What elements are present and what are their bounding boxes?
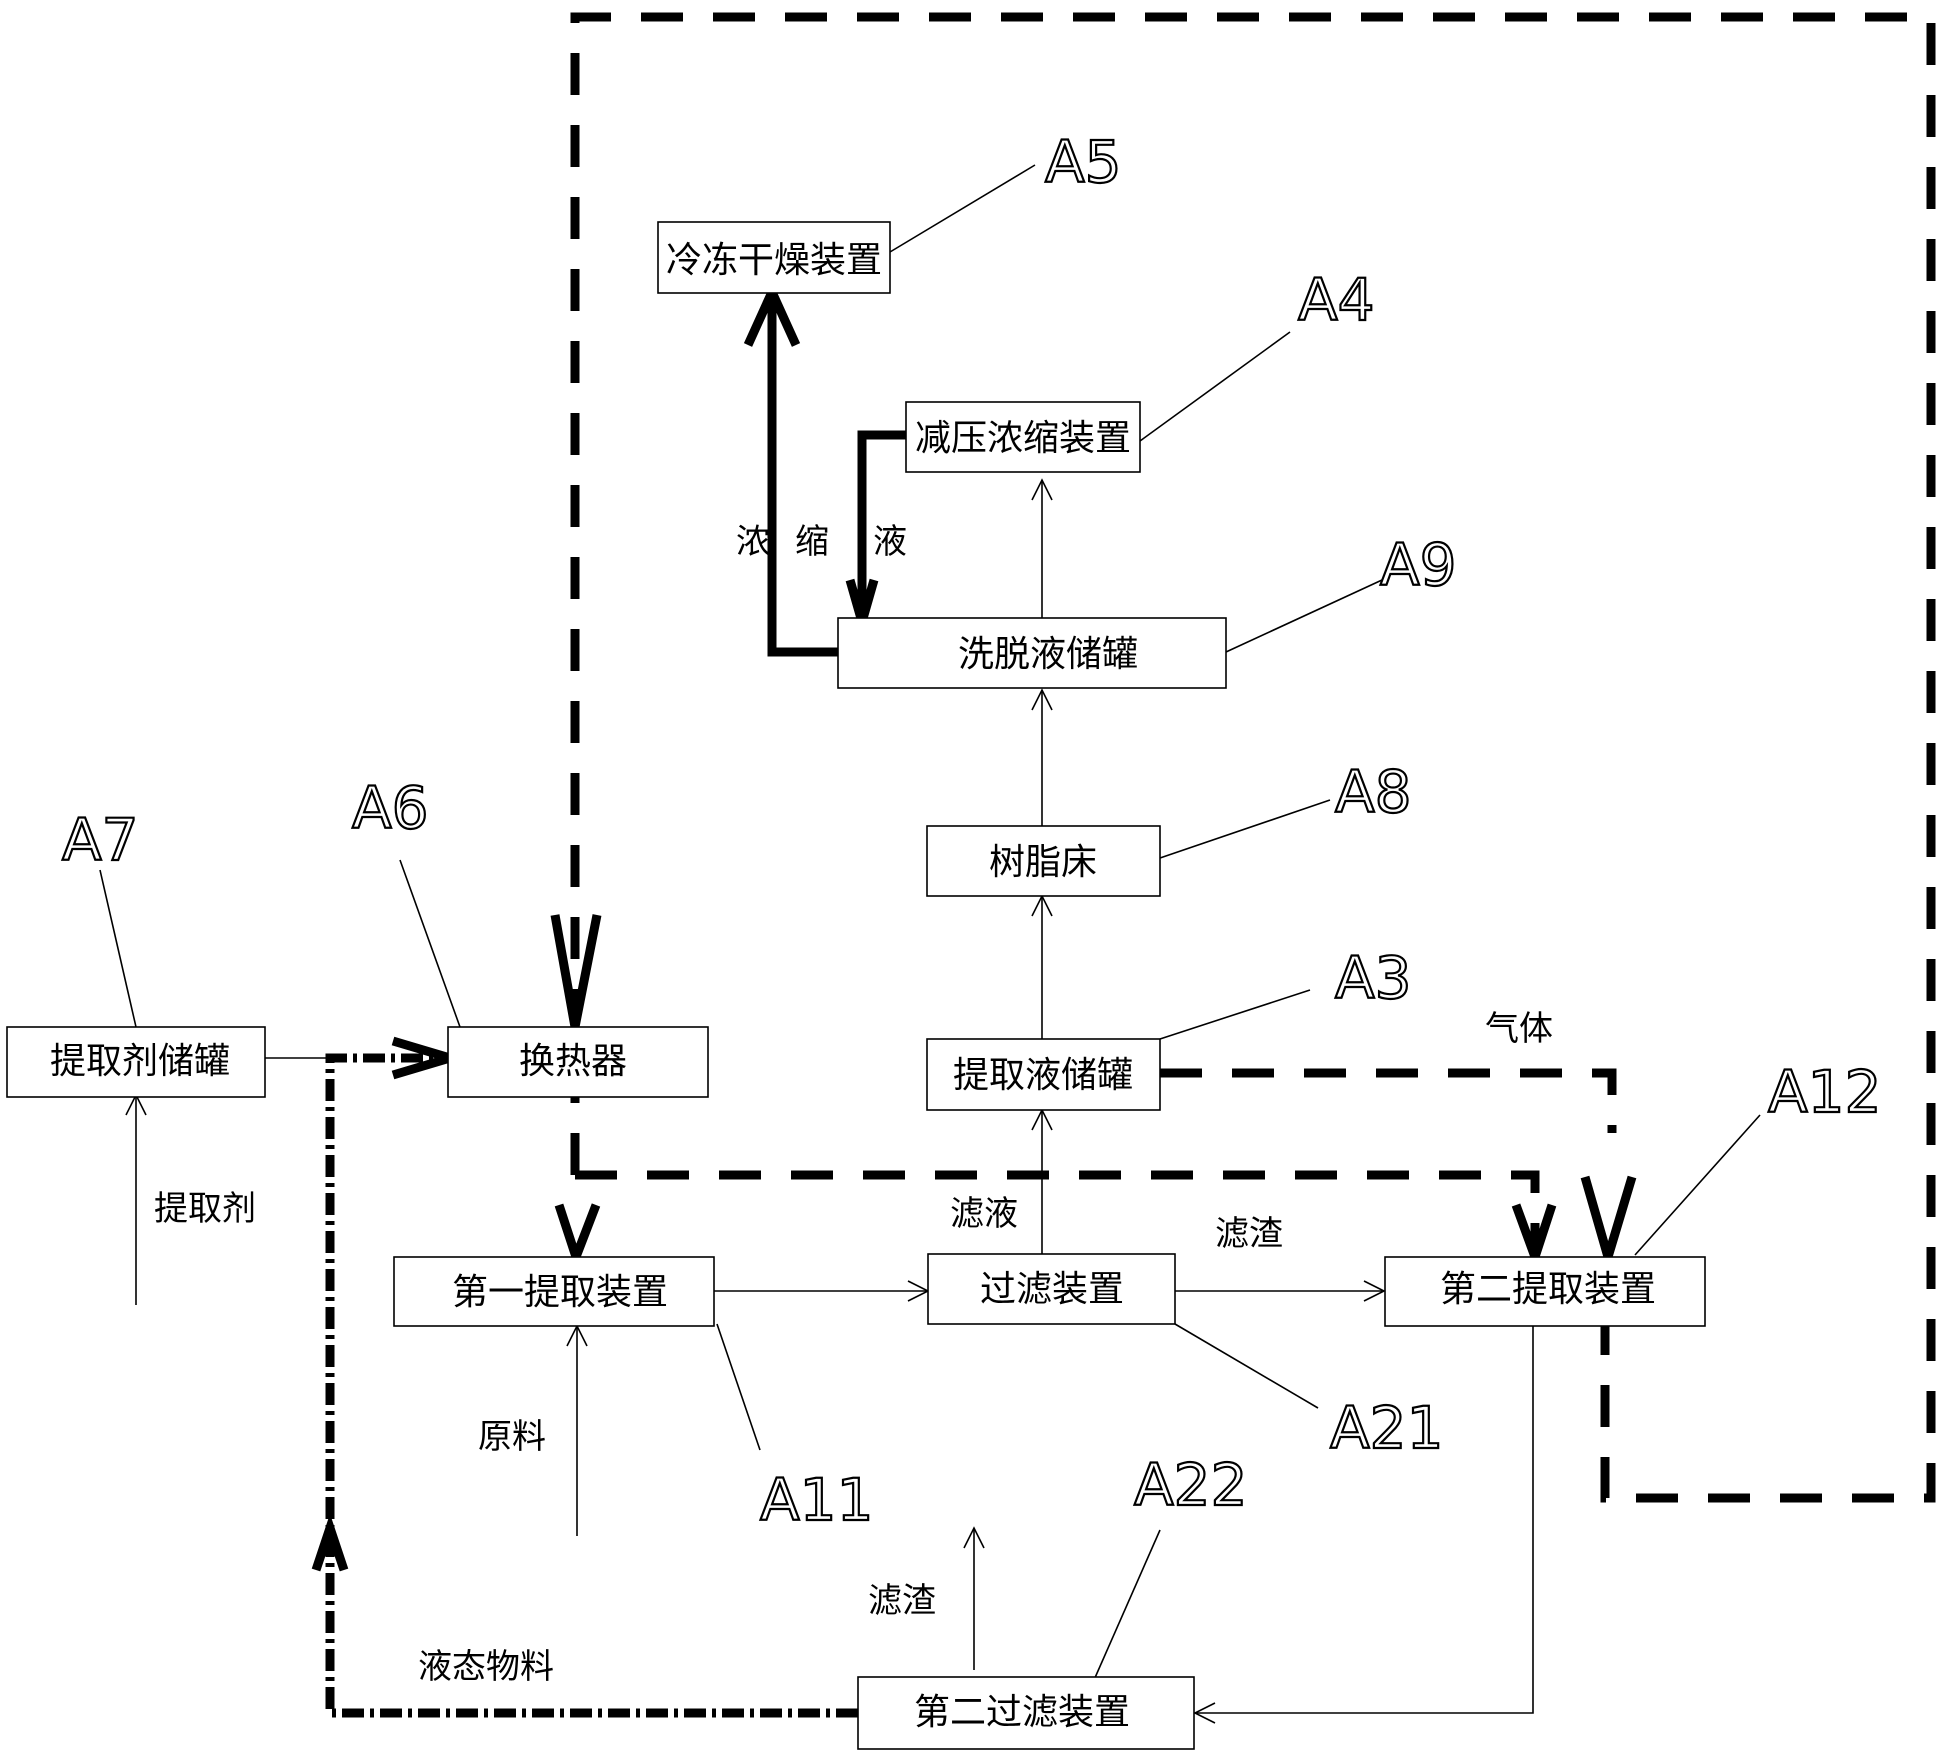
second-filter-label: 第二过滤装置 [914,1692,1130,1732]
vacuum-concentrator-label: 减压浓缩装置 [915,418,1131,458]
ref-a3: A3 [1335,944,1412,1012]
flow-label-liquid-material: 液态物料 [418,1648,554,1686]
leader-a21 [1175,1324,1318,1408]
ref-a6: A6 [352,774,429,842]
filter-device-box: 过滤装置 [928,1254,1175,1324]
flow-label-concentrate-3: 液 [873,523,907,561]
ref-a11: A11 [760,1466,873,1534]
ref-a8: A8 [1335,758,1412,826]
extract-tank-label: 提取液储罐 [953,1055,1133,1095]
leader-a9 [1226,580,1382,652]
gas-line-to-first-extractor [575,1175,1535,1250]
leader-a6 [400,860,460,1027]
leader-a4 [1140,332,1290,441]
flow-label-residue-2: 滤渣 [868,1582,936,1620]
extract-tank-box: 提取液储罐 [927,1039,1160,1110]
resin-bed-box: 树脂床 [927,826,1160,896]
concentrate-line-to-freeze-dryer [772,292,838,652]
resin-bed-label: 树脂床 [989,842,1097,882]
extractant-tank-label: 提取剂储罐 [50,1041,230,1081]
freeze-dryer-box: 冷冻干燥装置 [658,222,890,293]
second-filter-box: 第二过滤装置 [858,1677,1194,1749]
leader-a5 [890,165,1035,252]
vacuum-concentrator-box: 减压浓缩装置 [906,402,1140,472]
leader-a8 [1160,800,1330,858]
flow-label-gas: 气体 [1485,1010,1553,1048]
flow-label-raw-material: 原料 [478,1418,546,1456]
heat-exchanger-label: 换热器 [519,1041,627,1081]
second-extractor-label: 第二提取装置 [1440,1269,1656,1309]
arrowhead-first-extractor-down [559,1205,596,1257]
ref-a4: A4 [1298,266,1375,334]
filter-device-label: 过滤装置 [980,1269,1124,1309]
arrowhead-second-extractor-b [1585,1177,1632,1257]
eluate-tank-box: 洗脱液储罐 [838,618,1226,688]
eluate-tank-label: 洗脱液储罐 [958,634,1138,674]
second-extractor-box: 第二提取装置 [1385,1257,1705,1326]
flow-label-extractant: 提取剂 [154,1190,256,1228]
flow-label-filtrate: 滤液 [950,1195,1018,1233]
ref-a9: A9 [1380,531,1457,599]
flow-label-concentrate-2: 缩 [795,523,829,561]
leader-a3 [1160,990,1310,1039]
first-extractor-label: 第一提取装置 [452,1272,668,1312]
ref-a21: A21 [1330,1394,1443,1462]
ref-a12: A12 [1768,1058,1881,1126]
liquid-material-return-line [330,1058,858,1713]
freeze-dryer-label: 冷冻干燥装置 [666,240,882,280]
ref-a5: A5 [1045,128,1122,196]
leader-a22 [1094,1530,1160,1680]
flow-label-concentrate-1: 浓 [736,524,770,561]
leader-a7 [100,870,136,1027]
gas-line-from-extract-tank [1160,1073,1612,1133]
heat-exchanger-box: 换热器 [448,1027,708,1097]
extractant-tank-box: 提取剂储罐 [7,1027,265,1097]
ref-a7: A7 [62,806,139,874]
first-extractor-box: 第一提取装置 [394,1257,714,1326]
leader-a12 [1635,1115,1760,1255]
flow-label-residue-1: 滤渣 [1215,1215,1283,1253]
leader-a11 [717,1324,760,1450]
ref-a22: A22 [1134,1451,1247,1519]
